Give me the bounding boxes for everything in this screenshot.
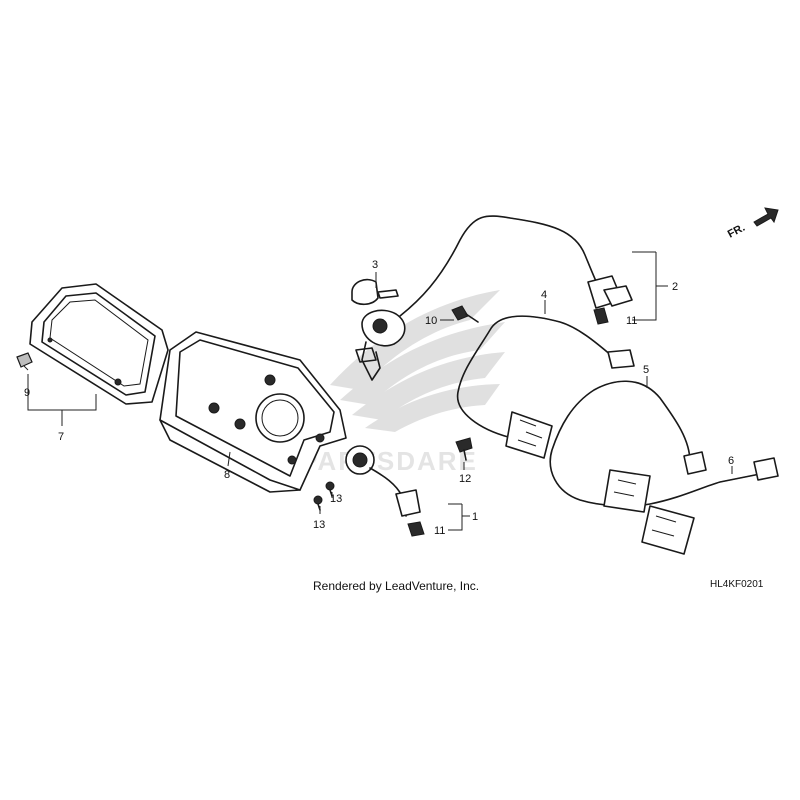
part-key[interactable] xyxy=(351,278,399,306)
part-bolt-12[interactable] xyxy=(455,437,473,461)
part-sub-harness-5[interactable] xyxy=(549,380,779,555)
callout-10: 10 xyxy=(425,315,437,327)
part-sub-harness-4[interactable] xyxy=(456,315,635,459)
callout-9: 9 xyxy=(24,387,30,399)
part-screw-13b[interactable] xyxy=(313,495,323,511)
front-direction-indicator: FR. xyxy=(726,207,779,241)
part-seal-9[interactable] xyxy=(16,352,33,368)
diagram-code: HL4KF0201 xyxy=(710,579,764,590)
callout-11-upper: 11 xyxy=(626,315,637,327)
callout-11-lower: 11 xyxy=(434,525,445,537)
part-socket-10[interactable] xyxy=(451,305,479,323)
callout-6: 6 xyxy=(728,455,734,467)
watermark: PARTSDARE xyxy=(300,290,505,476)
callout-3: 3 xyxy=(372,259,378,271)
part-ignition-switch[interactable] xyxy=(355,309,406,381)
fr-label: FR. xyxy=(726,222,747,241)
callout-13-lower: 13 xyxy=(313,519,325,531)
credit-text: Rendered by LeadVenture, Inc. xyxy=(313,579,479,593)
part-meter-case[interactable] xyxy=(159,331,347,493)
callout-2: 2 xyxy=(672,281,678,293)
callout-4: 4 xyxy=(541,289,547,301)
callout-12: 12 xyxy=(459,473,471,485)
callout-5: 5 xyxy=(643,364,649,376)
part-meter-cover[interactable] xyxy=(29,283,169,405)
leader-lines xyxy=(23,251,733,531)
callout-1: 1 xyxy=(472,511,478,523)
part-socket-harness-1[interactable] xyxy=(345,445,425,537)
watermark-text: PARTSDARE xyxy=(300,446,478,476)
callout-13-upper: 13 xyxy=(330,493,342,505)
callout-8: 8 xyxy=(224,469,230,481)
watermark-wing-icon xyxy=(330,290,505,432)
callout-labels: 3 2 11 4 5 6 10 1 11 12 13 13 9 7 8 xyxy=(24,259,734,537)
callout-7: 7 xyxy=(58,431,64,443)
part-main-harness-2[interactable] xyxy=(399,215,633,325)
